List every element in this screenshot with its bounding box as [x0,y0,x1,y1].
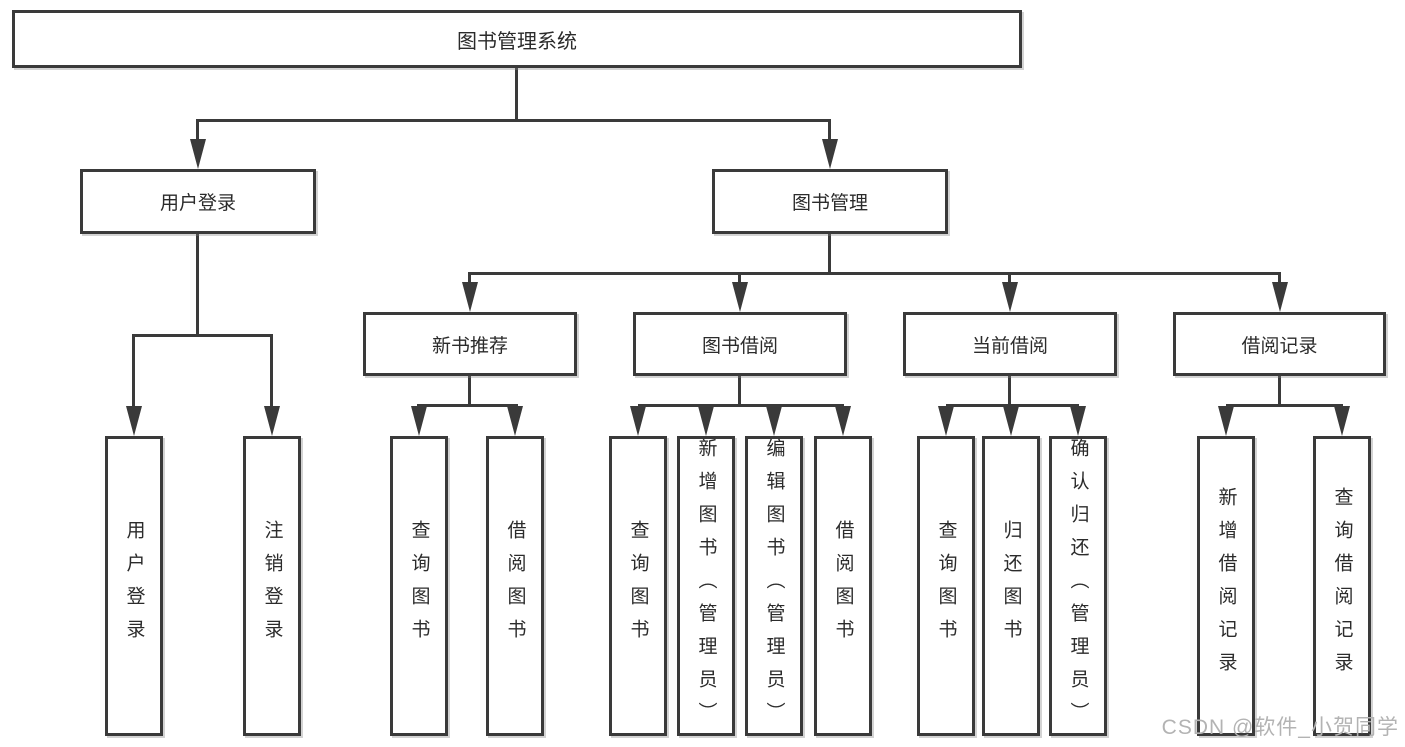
node-borrow-records-label: 借阅记录 [1241,335,1318,357]
arrow-to-leaf-borrow-books-2-icon [835,406,851,436]
node-user-login-label: 用户登录 [159,193,236,214]
leaf-confirm-return-admin-label: 确认归还（管理员） [1067,437,1089,735]
node-book-management-label: 图书管理 [791,193,868,214]
arrow-to-leaf-add-books-icon [698,406,714,436]
leaf-query-books-3-label: 查询图书 [935,520,957,652]
node-borrow-records: 借阅记录 [1173,312,1386,376]
leaf-return-books: 归还图书 [982,436,1040,736]
connector-level1-left-stem [196,119,199,143]
arrow-to-leaf-query-books-2-icon [630,406,646,436]
connector-level3-stem-3 [1008,272,1011,286]
arrow-to-borrow-records-icon [1272,282,1288,312]
leaf-add-borrow-record: 新增借阅记录 [1197,436,1255,736]
arrow-to-leaf-borrow-books-1-icon [507,406,523,436]
node-book-management: 图书管理 [712,169,948,234]
arrow-to-leaf-logout-icon [264,406,280,436]
node-root-label: 图书管理系统 [457,30,577,53]
arrow-to-leaf-return-books-icon [1003,406,1019,436]
leaf-add-books-admin: 新增图书（管理员） [677,436,735,736]
connector-currentborrow-stem [1008,376,1011,405]
connector-userlogin-hline [132,334,273,337]
node-user-login: 用户登录 [80,169,316,234]
leaf-confirm-return-admin: 确认归还（管理员） [1049,436,1107,736]
connector-newbooks-hline [417,404,518,407]
leaf-query-borrow-record: 查询借阅记录 [1313,436,1371,736]
connector-level3-stem-1 [468,272,471,286]
node-new-book-recommend: 新书推荐 [363,312,577,376]
node-book-borrow: 图书借阅 [633,312,847,376]
arrow-to-leaf-user-login-icon [126,406,142,436]
leaf-borrow-books-1: 借阅图书 [486,436,544,736]
arrow-to-current-borrow-icon [1002,282,1018,312]
connector-bookmgmt-stem [828,233,831,274]
arrow-to-new-book-recommend-icon [462,282,478,312]
node-current-borrow-label: 当前借阅 [971,335,1048,357]
arrow-to-leaf-edit-books-icon [766,406,782,436]
leaf-borrow-books-2: 借阅图书 [814,436,872,736]
leaf-query-books-1: 查询图书 [390,436,448,736]
leaf-query-borrow-record-label: 查询借阅记录 [1331,487,1353,685]
connector-userlogin-stem [196,233,199,334]
connector-root-stem [515,66,518,119]
connector-bookborrow-hline [638,404,844,407]
connector-newbooks-stem [468,376,471,405]
arrow-to-leaf-query-record-icon [1334,406,1350,436]
leaf-edit-books-admin-label: 编辑图书（管理员） [763,437,785,735]
connector-currentborrow-hline [946,404,1079,407]
arrow-to-leaf-confirm-return-icon [1070,406,1086,436]
arrow-to-book-management-icon [822,139,838,169]
leaf-return-books-label: 归还图书 [1000,520,1022,652]
csdn-watermark: CSDN @软件_小贺同学 [1161,716,1399,739]
leaf-user-login: 用户登录 [105,436,163,736]
leaf-logout-label: 注销登录 [261,520,283,652]
leaf-edit-books-admin: 编辑图书（管理员） [745,436,803,736]
leaf-add-books-admin-label: 新增图书（管理员） [695,437,717,735]
connector-records-stem [1278,376,1281,405]
leaf-query-books-2: 查询图书 [609,436,667,736]
connector-userlogin-left-stem [132,334,135,408]
leaf-borrow-books-2-label: 借阅图书 [832,520,854,652]
leaf-query-books-2-label: 查询图书 [627,520,649,652]
arrow-to-book-borrow-icon [732,282,748,312]
connector-level3-hline [468,272,1281,275]
connector-level1-hline [196,119,831,122]
arrow-to-user-login-icon [190,139,206,169]
connector-bookborrow-stem [738,376,741,405]
connector-level3-stem-4 [1278,272,1281,286]
connector-level1-right-stem [828,119,831,143]
leaf-add-borrow-record-label: 新增借阅记录 [1215,487,1237,685]
arrow-to-leaf-query-books-3-icon [938,406,954,436]
node-root: 图书管理系统 [12,10,1022,68]
connector-level3-stem-2 [738,272,741,286]
node-current-borrow: 当前借阅 [903,312,1117,376]
leaf-logout: 注销登录 [243,436,301,736]
connector-userlogin-right-stem [270,334,273,408]
connector-records-hline [1226,404,1343,407]
node-new-book-recommend-label: 新书推荐 [431,335,508,357]
leaf-borrow-books-1-label: 借阅图书 [504,520,526,652]
leaf-query-books-3: 查询图书 [917,436,975,736]
leaf-user-login-label: 用户登录 [123,520,145,652]
node-book-borrow-label: 图书借阅 [701,335,778,357]
arrow-to-leaf-query-books-1-icon [411,406,427,436]
leaf-query-books-1-label: 查询图书 [408,520,430,652]
arrow-to-leaf-add-record-icon [1218,406,1234,436]
